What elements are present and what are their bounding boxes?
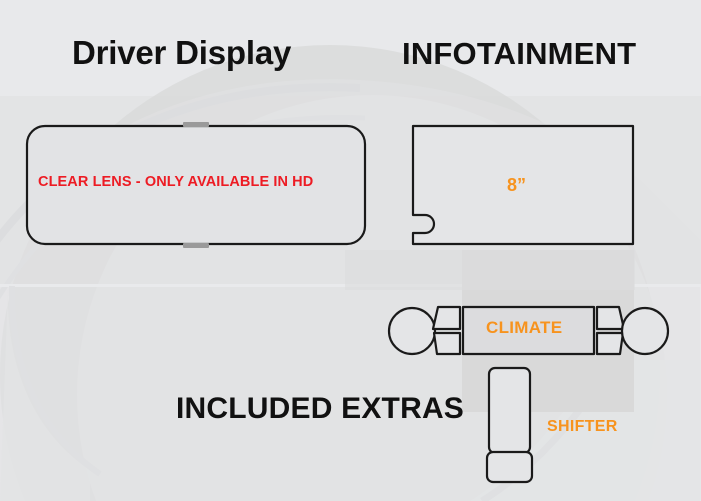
climate-vent-left-lower[interactable] (432, 331, 462, 356)
climate-center-panel[interactable] (461, 305, 596, 356)
driver-display-bottom-tab (183, 243, 209, 248)
infotainment-screen[interactable] (411, 124, 635, 246)
climate-vent-right-upper[interactable] (595, 305, 626, 331)
climate-vent-right-lower[interactable] (595, 331, 625, 356)
climate-knob-left[interactable] (387, 306, 437, 356)
driver-display-top-tab (183, 122, 209, 127)
console-curve-left-line (8, 285, 102, 477)
clear-lens-annotation: CLEAR LENS - ONLY AVAILABLE IN HD (38, 174, 314, 190)
center-stack-block (345, 250, 635, 290)
climate-knob-right[interactable] (620, 306, 670, 356)
climate-annotation: CLIMATE (486, 318, 563, 337)
included-extras-heading: INCLUDED EXTRAS (176, 392, 465, 425)
console-curve-left (0, 288, 90, 501)
climate-vent-left-upper[interactable] (431, 305, 462, 331)
shifter-base[interactable] (485, 450, 534, 484)
driver-display-heading: Driver Display (72, 34, 292, 71)
infotainment-size-annotation: 8” (507, 175, 527, 195)
infotainment-heading: INFOTAINMENT (402, 36, 637, 71)
shifter-annotation: SHIFTER (547, 418, 618, 435)
shifter-stick[interactable] (487, 366, 532, 455)
